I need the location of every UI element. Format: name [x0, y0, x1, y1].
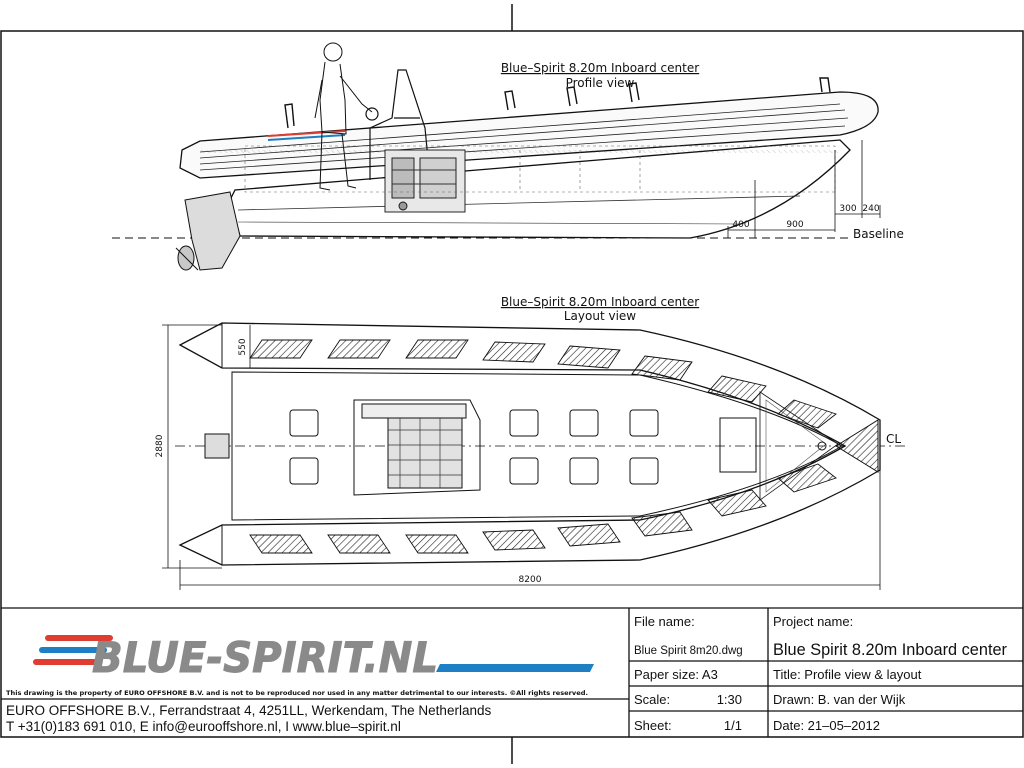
center-console	[365, 69, 431, 181]
scale-label: Scale:	[634, 692, 670, 707]
layout-dimensions	[162, 324, 881, 590]
tube-pads-top	[249, 339, 837, 429]
sheet-frame	[0, 4, 1024, 764]
profile-dimensions	[727, 140, 881, 238]
tube-pads-bottom	[249, 463, 837, 554]
profile-view: Blue–Spirit 8.20m Inboard center Profile…	[112, 42, 904, 271]
stern-drive	[175, 191, 241, 271]
dim-2880: 2880	[155, 434, 165, 457]
sheet-value: 1/1	[724, 718, 742, 733]
company-contact: T +31(0)183 691 010, E info@eurooffshore…	[6, 719, 401, 734]
layout-subtitle: Layout view	[564, 309, 636, 323]
hull-outline	[229, 139, 851, 239]
dim-8200: 8200	[519, 575, 542, 585]
dim-240: 240	[862, 204, 879, 214]
logo-text: BLUE-SPIRIT.NL	[92, 633, 438, 682]
blue-spirit-logo: BLUE-SPIRIT.NL	[33, 633, 594, 683]
centerline-label: CL	[886, 432, 901, 446]
seats	[289, 409, 659, 485]
drawn-by: Drawn: B. van der Wijk	[773, 692, 906, 707]
dim-400: 400	[732, 220, 749, 230]
layout-title: Blue–Spirit 8.20m Inboard center	[501, 295, 699, 309]
project-name-label: Project name:	[773, 614, 853, 629]
title-block: BLUE-SPIRIT.NL This drawing is the prope…	[1, 607, 1023, 737]
stern-drive-plan	[204, 433, 230, 459]
file-name-value: Blue Spirit 8m20.dwg	[634, 645, 743, 657]
sheet-label: Sheet:	[634, 718, 672, 733]
company-address: EURO OFFSHORE B.V., Ferrandstraat 4, 425…	[6, 703, 491, 718]
inboard-engine	[384, 149, 466, 213]
console-plan	[353, 399, 481, 496]
profile-title: Blue–Spirit 8.20m Inboard center	[501, 61, 699, 75]
project-name-value: Blue Spirit 8.20m Inboard center	[773, 641, 1007, 659]
drawing-title: Title: Profile view & layout	[773, 667, 922, 682]
person-figure	[314, 42, 373, 191]
tube-outline-plan	[178, 322, 881, 566]
baseline-label: Baseline	[853, 227, 904, 241]
tube-logo-stripes	[267, 130, 346, 141]
dim-900: 900	[786, 220, 803, 230]
tube-profile	[179, 91, 879, 179]
layout-view: Blue–Spirit 8.20m Inboard center Layout …	[155, 295, 905, 590]
disclaimer: This drawing is the property of EURO OFF…	[6, 689, 588, 697]
file-name-label: File name:	[634, 614, 695, 629]
paper-size: Paper size: A3	[634, 667, 718, 682]
dim-300: 300	[839, 204, 856, 214]
drawing-date: Date: 21–05–2012	[773, 718, 880, 733]
grab-handles	[284, 77, 831, 129]
scale-value: 1:30	[717, 692, 742, 707]
profile-subtitle: Profile view	[566, 76, 635, 90]
hull-chine	[237, 195, 801, 211]
dim-550: 550	[238, 338, 248, 355]
bow-locker	[835, 419, 879, 473]
